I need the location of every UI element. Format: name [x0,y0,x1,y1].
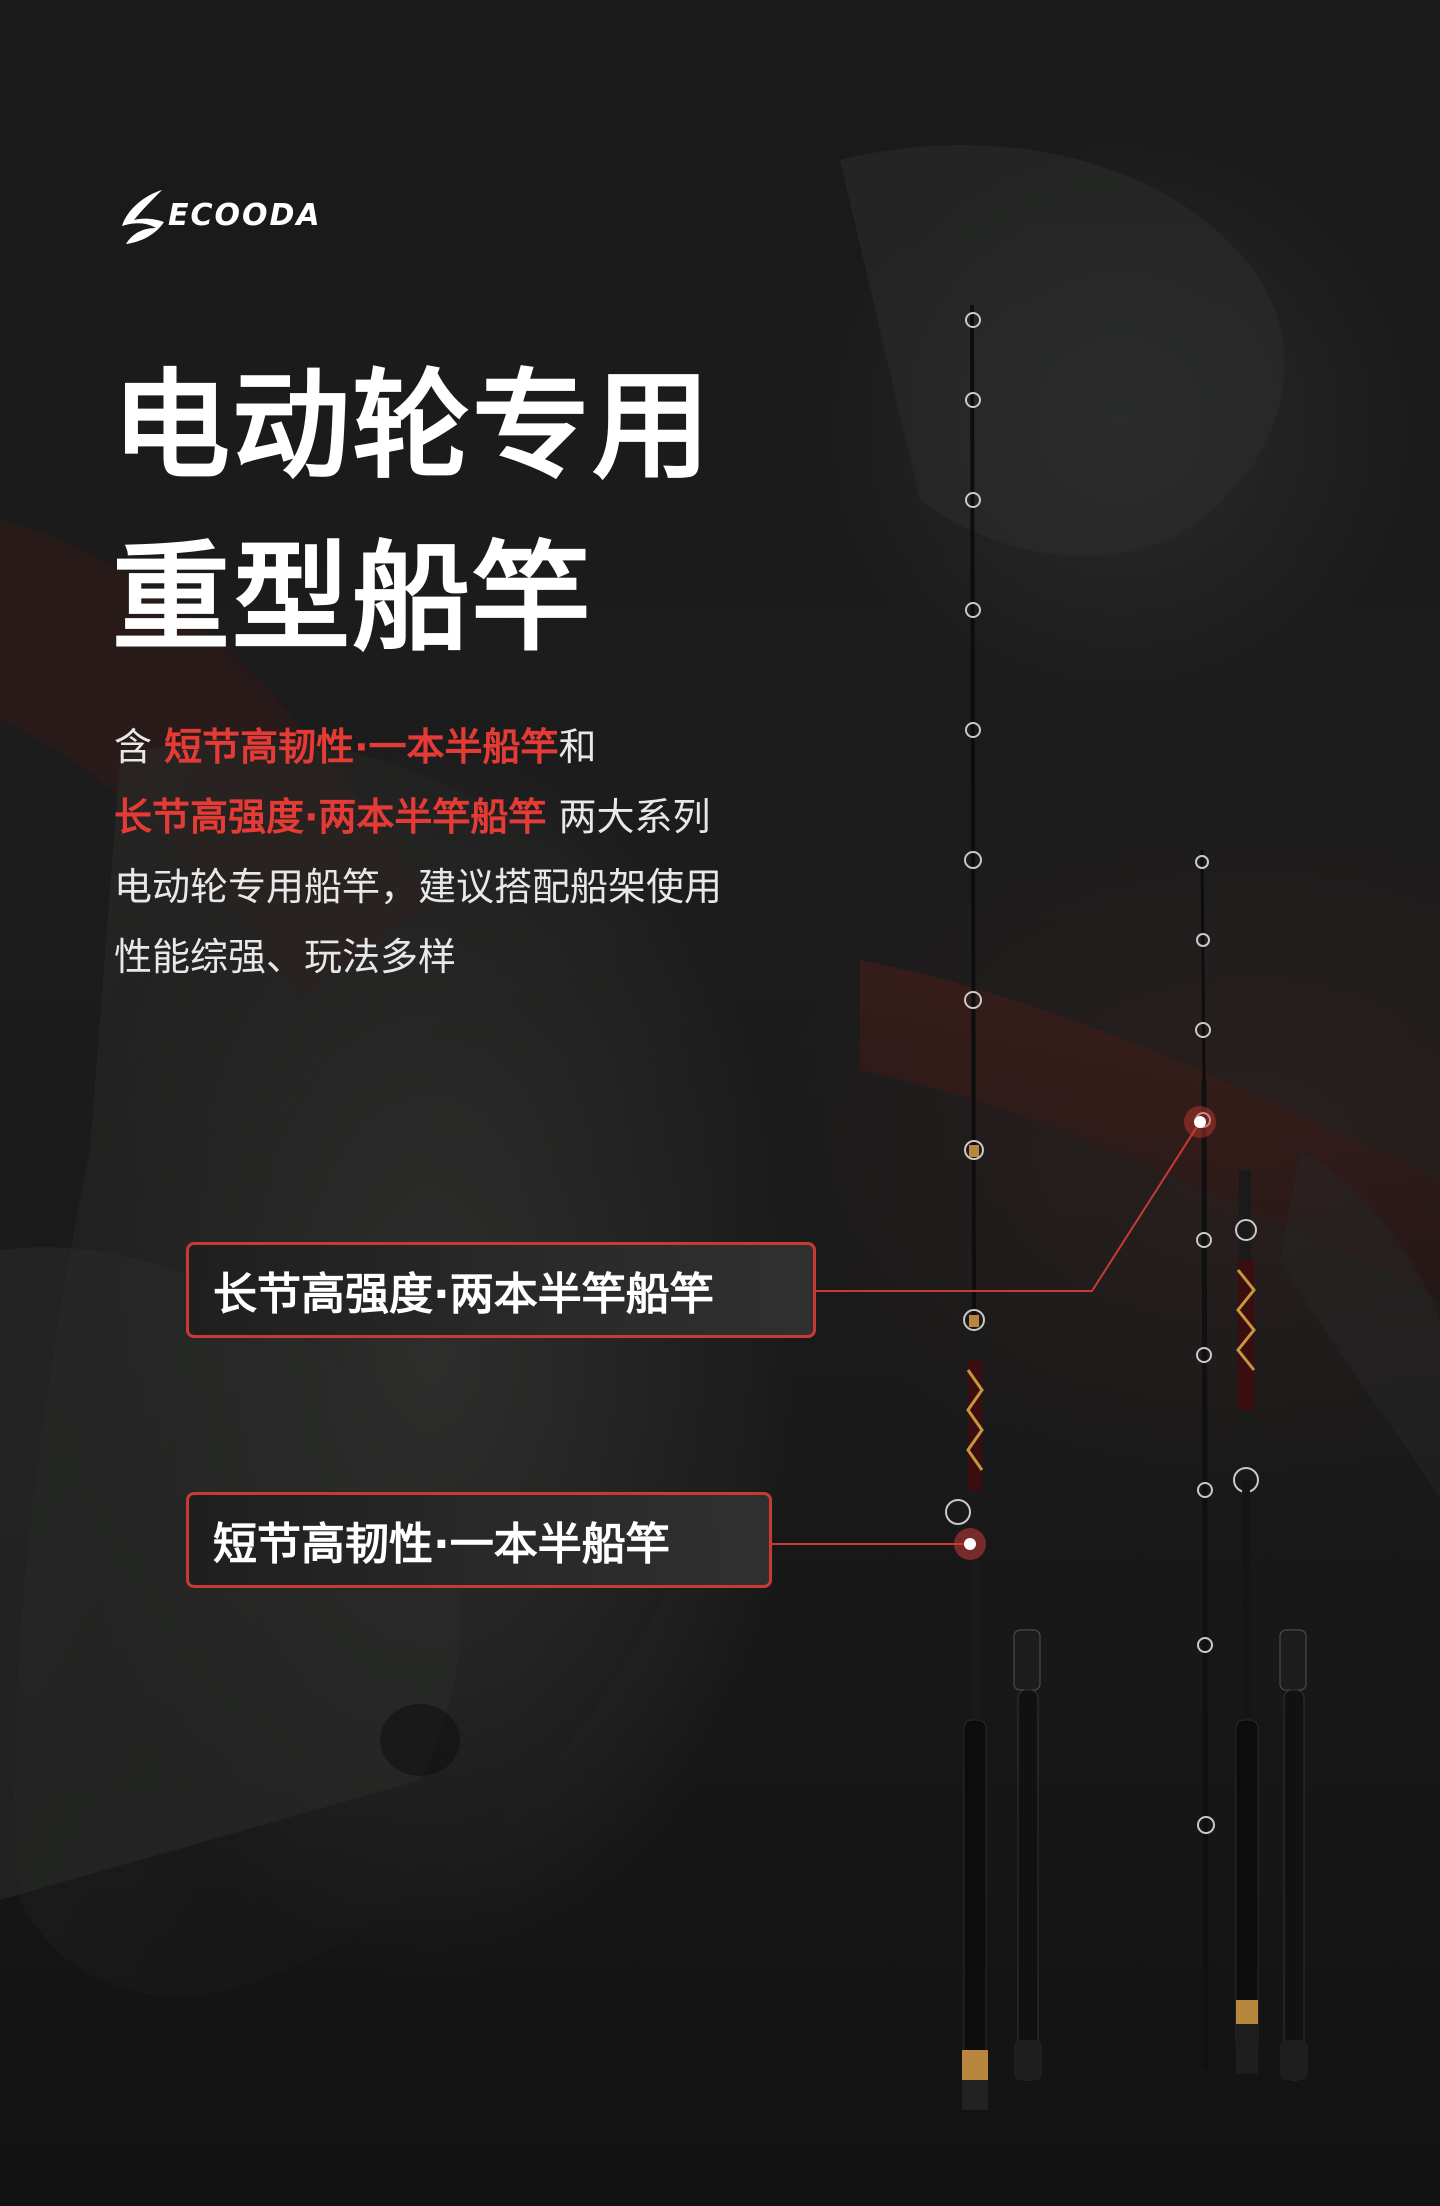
title-line-1: 电动轮专用 [112,357,713,495]
callout-long-rod: 长节高强度·两本半竿船竿 [186,1242,816,1338]
description-series: 两大系列 [546,795,711,839]
description-highlight-short-rod: 短节高韧性·一本半船竿 [164,725,559,769]
description: 含 短节高韧性·一本半船竿和 长节高强度·两本半竿船竿 两大系列 电动轮专用船竿… [114,712,722,992]
description-line-2: 长节高强度·两本半竿船竿 两大系列 [114,782,722,852]
long-rod [945,304,1042,2110]
title-line-2: 重型船竿 [112,529,593,667]
brand-logo: ECOODA [112,182,402,252]
description-line-3: 电动轮专用船竿，建议搭配船架使用 [114,865,723,909]
description-line-4: 性能综强、玩法多样 [114,935,457,979]
callout-short-rod: 短节高韧性·一本半船竿 [186,1492,772,1588]
description-prefix: 含 [114,725,165,769]
description-highlight-long-rod: 长节高强度·两本半竿船竿 [114,795,547,839]
short-rod [1195,849,1308,2081]
fish-logo-icon [122,190,164,244]
description-line-1: 含 短节高韧性·一本半船竿和 [114,712,722,782]
page-title: 电动轮专用 重型船竿 [112,340,712,684]
brand-name: ECOODA [168,198,322,233]
description-conjunction: 和 [558,725,597,769]
